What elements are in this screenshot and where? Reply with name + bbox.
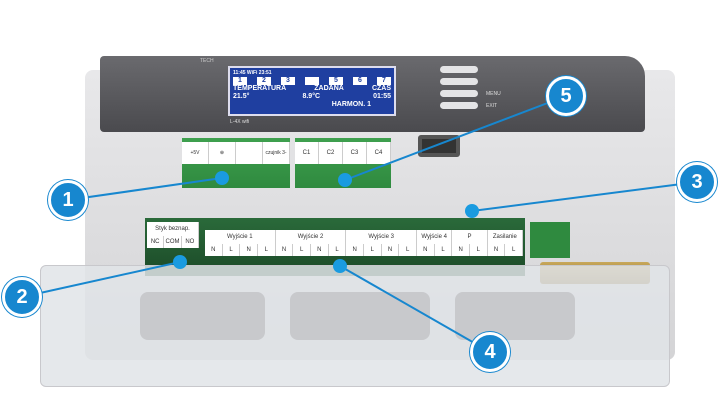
output-header: Wyjście 3 xyxy=(346,230,418,244)
pin-label: L xyxy=(505,244,524,256)
earth-terminal xyxy=(530,222,570,258)
output-header: P xyxy=(452,230,488,244)
terminal-label: czujnik 3-10V xyxy=(263,142,290,164)
callout-dot-5 xyxy=(338,173,352,187)
output-header: Wyjście 1 xyxy=(205,230,276,244)
model-label: L-4X wifi xyxy=(230,119,250,125)
callout-line-5 xyxy=(344,95,567,181)
pin-label: L xyxy=(470,244,488,256)
pin-label: L xyxy=(258,244,276,256)
zone-number: 2 xyxy=(257,77,271,85)
time-value: 01:55 xyxy=(373,93,391,100)
callout-1: 1 xyxy=(48,180,88,220)
zone-number: 3 xyxy=(281,77,295,85)
up-button[interactable] xyxy=(440,66,478,73)
pin-label: L xyxy=(434,244,453,256)
set-label: ZADANA xyxy=(314,85,344,92)
callout-dot-4 xyxy=(333,259,347,273)
zone-number: 6 xyxy=(353,77,367,85)
temp-value: 21.5° xyxy=(233,93,250,100)
brand-logo: TECH xyxy=(200,58,214,64)
exit-label: EXIT xyxy=(486,103,498,109)
pin-label: N xyxy=(452,244,471,256)
set-value: 8.9°C xyxy=(302,93,321,100)
pin-label: L xyxy=(399,244,418,256)
status-line: 11:45 WiFi 23:51 xyxy=(233,70,272,76)
relay-pin-label: COM xyxy=(164,236,182,248)
cover-tab xyxy=(290,292,430,340)
callout-dot-1 xyxy=(215,171,229,185)
pin-label: L xyxy=(222,244,241,256)
temp-label: TEMPERATURA xyxy=(233,85,287,92)
callout-line-2 xyxy=(21,261,181,298)
zone-number: 1 xyxy=(233,77,247,85)
pin-label: N xyxy=(240,244,259,256)
callout-line-3 xyxy=(471,181,698,212)
callout-line-1 xyxy=(67,177,223,201)
zone-number: 5 xyxy=(329,77,343,85)
callout-dot-3 xyxy=(465,204,479,218)
schedule-label: HARMON. 1 xyxy=(331,101,371,108)
pin-label: L xyxy=(328,244,347,256)
menu-label: MENU xyxy=(486,91,501,97)
callout-4: 4 xyxy=(470,332,510,372)
terminal-label xyxy=(236,142,263,164)
pin-label: N xyxy=(346,244,365,256)
terminal-label: C3 xyxy=(343,142,367,164)
pin-label: N xyxy=(381,244,400,256)
output-header: Zasilanie xyxy=(487,230,523,244)
terminal-label: ⊕ xyxy=(209,142,236,164)
pin-label: N xyxy=(275,244,294,256)
relay-pin-label: NC xyxy=(147,236,165,248)
cover-tab xyxy=(140,292,265,340)
callout-5: 5 xyxy=(546,76,586,116)
zone-row: 1 2 3 5 6 7 xyxy=(233,77,391,85)
sensor-terminal-block: +5V⊕ czujnik 3-10V xyxy=(182,138,290,188)
terminal-label: C1 xyxy=(295,142,319,164)
pin-label: L xyxy=(364,244,382,256)
pin-label: N xyxy=(311,244,329,256)
output-header: Wyjście 2 xyxy=(275,230,347,244)
lcd-screen: 11:45 WiFi 23:51 1 2 3 5 6 7 TEMPERATURA ZADAN… xyxy=(228,66,396,116)
terminal-label: C2 xyxy=(319,142,343,164)
time-label: CZAS xyxy=(371,85,391,92)
cover-tab xyxy=(455,292,575,340)
pin-label: N xyxy=(487,244,506,256)
callout-dot-2 xyxy=(173,255,187,269)
relay-header: Styk beznap. xyxy=(147,222,199,236)
relay-pin-label: NO xyxy=(181,236,199,248)
callout-line-4 xyxy=(339,265,491,353)
exit-button[interactable] xyxy=(440,102,478,109)
terminal-label: C4 xyxy=(367,142,391,164)
callout-3: 3 xyxy=(677,162,717,202)
zone-number xyxy=(305,77,319,85)
output-header: Wyjście 4 xyxy=(417,230,453,244)
pin-label: N xyxy=(417,244,435,256)
pin-label: L xyxy=(293,244,312,256)
down-button[interactable] xyxy=(440,78,478,85)
terminal-label: +5V xyxy=(182,142,209,164)
zone-number: 7 xyxy=(377,77,391,85)
pin-label: N xyxy=(205,244,223,256)
menu-button[interactable] xyxy=(440,90,478,97)
callout-2: 2 xyxy=(2,277,42,317)
